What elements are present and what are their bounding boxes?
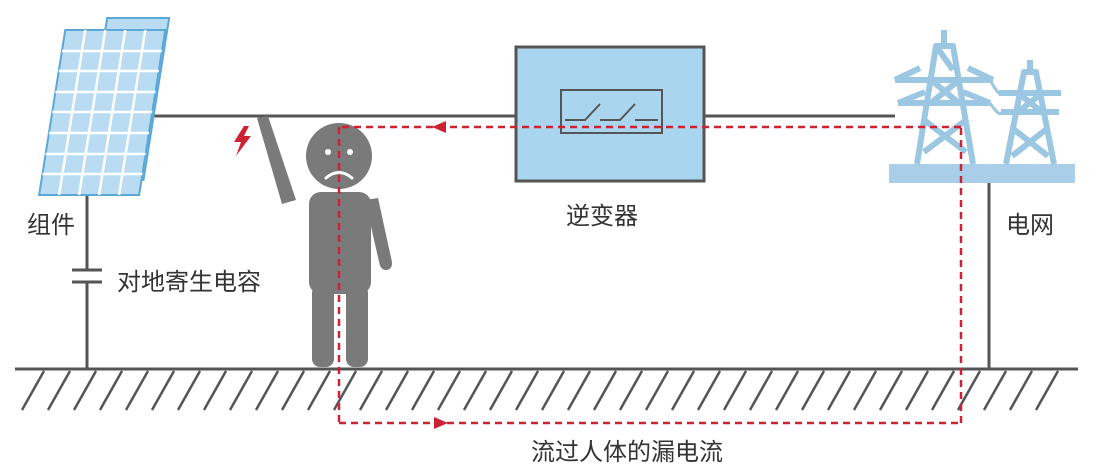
- inverter-box: [514, 45, 706, 183]
- ground-hatch-line: [462, 370, 488, 411]
- ground-hatch-line: [20, 370, 46, 411]
- ground-hatch-line: [280, 370, 306, 411]
- power-tower-icon: [889, 30, 1075, 183]
- capacitor-label: 对地寄生电容: [117, 268, 261, 296]
- leakage-path-label: 流过人体的漏电流: [531, 438, 723, 466]
- inverter-label: 逆变器: [566, 202, 638, 230]
- ground-hatch-line: [358, 370, 384, 411]
- ground-hatch-line: [124, 370, 150, 411]
- ground-hatch-line: [72, 370, 98, 411]
- ground-hatch-line: [826, 370, 852, 411]
- ground-hatch-line: [514, 370, 540, 411]
- ground-hatch-line: [98, 370, 124, 411]
- ground-hatch-line: [930, 370, 956, 411]
- circuit-wires: [85, 114, 991, 369]
- ground-hatch-line: [46, 370, 72, 411]
- person-figure: [257, 116, 392, 367]
- ground-hatch-line: [150, 370, 176, 411]
- ground-hatch-line: [696, 370, 722, 411]
- ground-hatch-line: [800, 370, 826, 411]
- ground-hatch-line: [904, 370, 930, 411]
- arrow-right: [434, 417, 448, 429]
- ground-hatch-line: [436, 370, 462, 411]
- ground-hatch-line: [176, 370, 202, 411]
- ground-hatch-line: [1034, 370, 1060, 411]
- ground-hatch-line: [956, 370, 982, 411]
- ground: [15, 367, 1078, 411]
- ground-hatch-line: [410, 370, 436, 411]
- tower-large: [893, 30, 995, 165]
- ground-hatch-line: [254, 370, 280, 411]
- ground-hatch-line: [566, 370, 592, 411]
- ground-hatch-line: [670, 370, 696, 411]
- grid-label: 电网: [1006, 211, 1054, 239]
- ground-hatch-line: [852, 370, 878, 411]
- ground-hatch-line: [202, 370, 228, 411]
- parasitic-capacitor-symbol: [72, 268, 102, 284]
- tower-small: [999, 60, 1061, 165]
- ground-hatch-line: [384, 370, 410, 411]
- switch-symbol-frame: [560, 89, 663, 134]
- leakage-direction-arrows: [432, 121, 448, 429]
- arrow-left: [432, 121, 446, 133]
- ground-hatch-line: [722, 370, 748, 411]
- ground-hatch-line: [618, 370, 644, 411]
- ground-hatch-line: [774, 370, 800, 411]
- ground-hatch-line: [878, 370, 904, 411]
- module-label: 组件: [27, 211, 75, 239]
- ground-hatch-line: [1008, 370, 1034, 411]
- electric-shock-icon: [234, 126, 251, 156]
- ground-hatch-line: [228, 370, 254, 411]
- ground-hatch-line: [982, 370, 1008, 411]
- ground-hatch-line: [592, 370, 618, 411]
- ground-hatch-line: [540, 370, 566, 411]
- ground-hatch-line: [748, 370, 774, 411]
- solar-panel-icon: [37, 17, 171, 196]
- ground-hatch-line: [488, 370, 514, 411]
- ground-hatch-line: [306, 370, 332, 411]
- ground-hatch-line: [644, 370, 670, 411]
- ground-hatch-line: [332, 370, 358, 411]
